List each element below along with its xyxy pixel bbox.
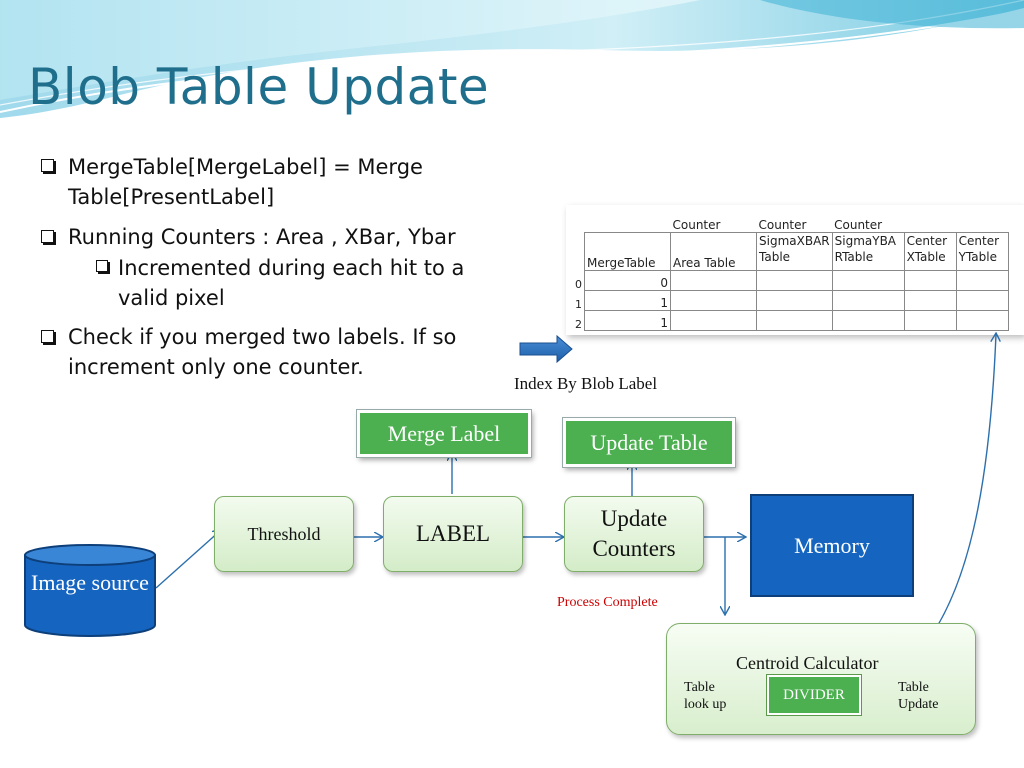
bullet-running-counters: Running Counters : Area , XBar, Ybar xyxy=(68,225,456,249)
header-wave-decoration xyxy=(0,0,1024,118)
update-table-box: Update Table xyxy=(563,418,735,467)
subbullet-incremented: Incremented during each hit to a valid p… xyxy=(118,256,465,310)
blob-table-spreadsheet: Counter Counter Counter MergeTable Area … xyxy=(566,205,1024,335)
label-node: LABEL xyxy=(383,496,523,572)
bullet-check-merged: Check if you merged two labels. If so in… xyxy=(68,325,457,379)
threshold-node: Threshold xyxy=(214,496,354,572)
table-lookup-label: Table look up xyxy=(684,680,727,712)
process-complete-label: Process Complete xyxy=(557,595,658,610)
table-row: 2 1 xyxy=(566,310,1009,331)
table-header-row: MergeTable Area Table SigmaXBAR Table Si… xyxy=(566,232,1009,271)
table-counter-row: Counter Counter Counter xyxy=(566,213,1008,233)
arrow-centroid-to-table xyxy=(911,334,996,661)
divider-box: DIVIDER xyxy=(767,675,861,715)
row-index: 2 xyxy=(575,317,582,331)
index-by-blob-label-caption: Index By Blob Label xyxy=(514,374,658,393)
image-source-cylinder-icon xyxy=(24,544,156,637)
table-row: 0 0 xyxy=(566,270,1009,291)
checkbox-bullet-icon xyxy=(41,159,54,172)
block-arrow-icon xyxy=(519,334,573,364)
column-header: Center YTable xyxy=(955,232,1009,271)
image-source-label: Image source xyxy=(31,570,149,595)
page-title: Blob Table Update xyxy=(28,58,490,116)
column-header: SigmaXBAR Table xyxy=(756,232,833,271)
table-update-label: Table Update xyxy=(898,680,939,712)
checkbox-bullet-icon xyxy=(41,230,54,243)
arrow-image-to-threshold xyxy=(155,530,221,589)
bullet-merge-table: MergeTable[MergeLabel] = Merge Table[Pre… xyxy=(68,155,423,209)
checkbox-subbullet-icon xyxy=(96,260,108,272)
counter-label: Counter xyxy=(672,218,721,232)
centroid-calculator-title: Centroid Calculator xyxy=(736,653,879,673)
row-index: 1 xyxy=(575,297,582,311)
column-header: SigmaYBA RTable xyxy=(831,232,905,271)
update-counters-node: Update Counters xyxy=(564,496,704,572)
checkbox-bullet-icon xyxy=(41,330,54,343)
counter-label: Counter xyxy=(834,218,883,232)
row-index: 0 xyxy=(575,277,582,291)
column-header: Area Table xyxy=(670,232,757,271)
counter-label: Counter xyxy=(758,218,807,232)
merge-cell: 1 xyxy=(584,310,671,331)
table-row: 1 1 xyxy=(566,290,1009,311)
memory-block: Memory xyxy=(750,494,914,597)
blob-table: Counter Counter Counter MergeTable Area … xyxy=(566,213,1009,331)
merge-label-box: Merge Label xyxy=(357,410,531,457)
column-header: MergeTable xyxy=(584,232,671,271)
